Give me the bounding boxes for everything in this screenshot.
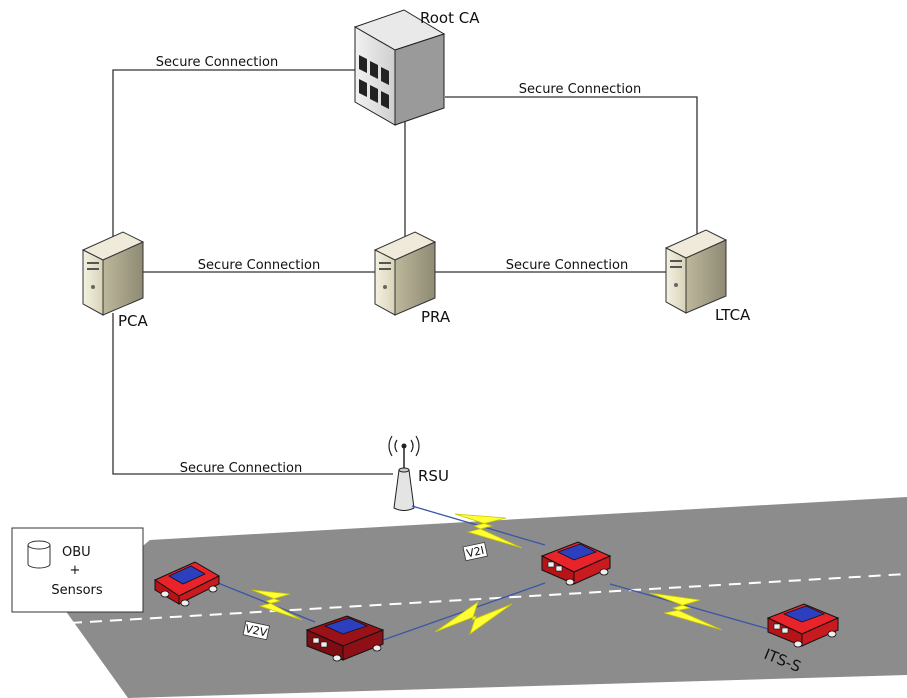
car-icon <box>305 615 385 662</box>
ltca-server-icon <box>664 229 728 314</box>
lightning-bolts <box>251 513 723 636</box>
obu-legend: OBU + Sensors <box>11 527 144 613</box>
label-root-pca: Secure Connection <box>156 55 278 70</box>
v2v-tag: V2V <box>242 620 270 641</box>
pca-label: PCA <box>118 312 149 330</box>
label-pca-pra: Secure Connection <box>198 258 320 273</box>
label-root-ltca: Secure Connection <box>519 82 641 97</box>
v2v-lightning-icon <box>251 589 303 621</box>
building-icon <box>353 9 446 126</box>
label-pra-ltca: Secure Connection <box>506 258 628 273</box>
pca-server-icon <box>81 231 145 316</box>
car-icon <box>153 561 221 607</box>
connection-lines <box>112 69 698 475</box>
rsu-antenna-icon <box>388 435 420 511</box>
pra-server-icon <box>373 231 437 316</box>
car-icon <box>766 603 840 648</box>
label-pca-rsu: Secure Connection <box>180 461 302 476</box>
legend-sensors: Sensors <box>51 583 103 598</box>
database-icon <box>27 540 51 569</box>
pca-rsu-line <box>112 313 393 475</box>
road <box>65 497 907 698</box>
car1-car2-link <box>217 582 316 623</box>
v2i-tag: V2I <box>462 541 488 562</box>
v2v-lightning-icon-3 <box>649 592 723 631</box>
ltca-label: LTCA <box>715 306 751 324</box>
root-ltca-line <box>445 96 698 236</box>
legend-plus: + <box>70 563 81 578</box>
v2i-label: V2I <box>465 544 485 560</box>
root-ca-label: Root CA <box>420 9 480 27</box>
v2i-lightning-icon <box>454 513 523 549</box>
car3-car4-link <box>609 583 773 631</box>
v2v-lightning-icon-2 <box>434 600 513 636</box>
pra-label: PRA <box>421 308 451 326</box>
v2v-label: V2V <box>244 622 269 639</box>
legend-obu: OBU <box>62 545 91 560</box>
car-icon <box>540 541 612 586</box>
root-pca-line <box>112 69 355 240</box>
rsu-label: RSU <box>418 467 449 485</box>
